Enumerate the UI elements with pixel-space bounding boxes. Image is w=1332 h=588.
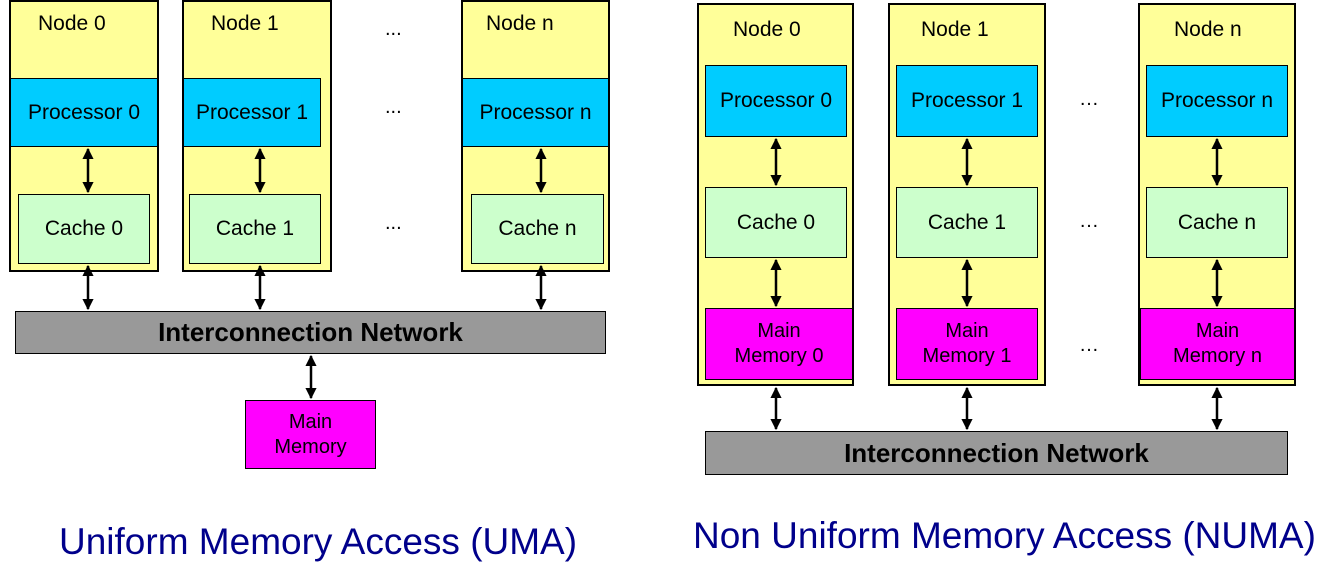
numa-cache-n: Cache n [1146,187,1288,258]
uma-cache-1: Cache 1 [189,194,321,264]
uma-node-1-label: Node 1 [211,12,279,35]
uma-processor-n: Processor n [462,78,609,147]
numa-main-memory-1: Main Memory 1 [896,308,1038,380]
numa-ellipsis-processor: … [1079,88,1099,110]
numa-cache-1: Cache 1 [896,187,1038,258]
uma-cache-n: Cache n [471,194,604,264]
uma-ellipsis-cache: ... [385,212,402,234]
uma-ellipsis-node: ... [385,18,402,40]
uma-main-memory: Main Memory [245,400,376,469]
uma-processor-0: Processor 0 [10,78,158,147]
uma-caption: Uniform Memory Access (UMA) [59,521,578,562]
numa-processor-0: Processor 0 [705,65,847,137]
uma-interconnection-network: Interconnection Network [15,311,606,354]
numa-node-0-label: Node 0 [733,18,801,41]
uma-ellipsis-processor: ... [385,96,402,118]
uma-node-n-label: Node n [486,12,554,35]
numa-main-memory-0: Main Memory 0 [705,308,853,380]
uma-cache-0: Cache 0 [18,194,150,264]
numa-interconnection-network: Interconnection Network [705,431,1288,475]
numa-processor-n: Processor n [1146,65,1288,137]
numa-ellipsis-cache: … [1079,210,1099,232]
uma-node-0-label: Node 0 [38,12,106,35]
numa-caption: Non Uniform Memory Access (NUMA) [693,515,1316,556]
numa-ellipsis-memory: … [1079,334,1099,356]
numa-processor-1: Processor 1 [896,65,1038,137]
numa-node-1-label: Node 1 [921,18,989,41]
uma-processor-1: Processor 1 [183,78,321,147]
numa-main-memory-n: Main Memory n [1140,308,1295,380]
numa-node-n-label: Node n [1174,18,1242,41]
numa-cache-0: Cache 0 [705,187,847,258]
